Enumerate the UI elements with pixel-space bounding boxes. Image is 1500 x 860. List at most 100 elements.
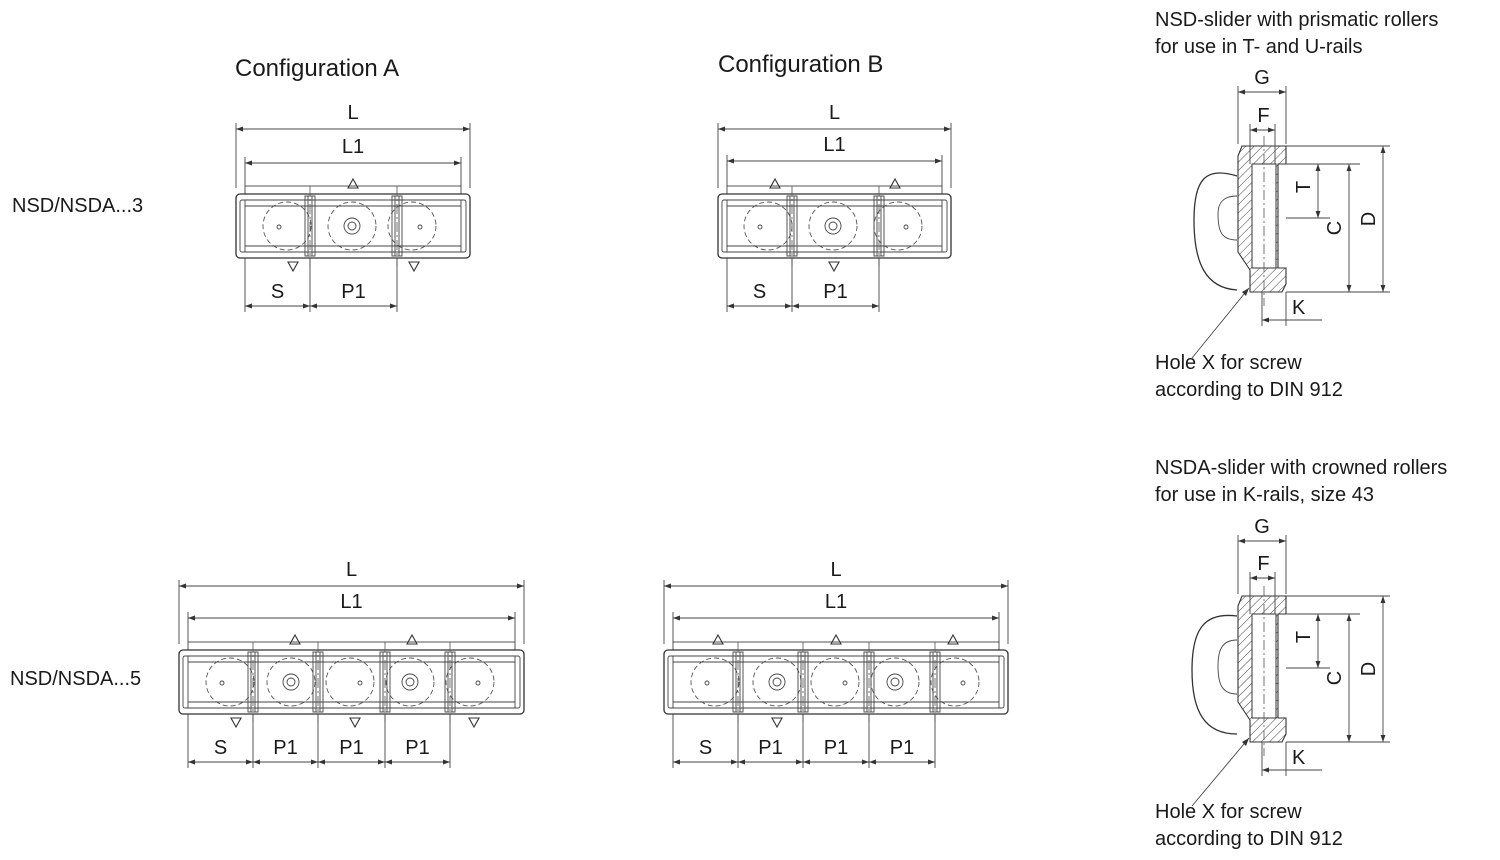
- roller-outline: [690, 657, 740, 707]
- section-nsd-note-line2: according to DIN 912: [1155, 379, 1343, 401]
- dim-p1-label: P1: [339, 737, 363, 759]
- section-nsda-note-line2: according to DIN 912: [1155, 828, 1343, 850]
- marker-triangle-down: [349, 717, 361, 729]
- slider-body: [663, 649, 1009, 715]
- roller-outline: [808, 201, 858, 251]
- config-a-heading: Configuration A: [235, 55, 399, 82]
- roller-axle-inner: [347, 221, 357, 231]
- roller-axle: [824, 217, 842, 235]
- roller-outline: [387, 201, 437, 251]
- roller-outline: [262, 201, 312, 251]
- dim-p1-label: P1: [341, 281, 365, 303]
- roller-pin: [757, 224, 763, 230]
- roller-pin: [276, 224, 282, 230]
- roller-axle-inner: [890, 677, 900, 687]
- dim-k-label: K: [1292, 747, 1306, 769]
- roller-outline: [327, 201, 377, 251]
- roller-outline: [325, 657, 375, 707]
- roller-pin: [219, 680, 225, 686]
- dim-s-label: S: [271, 281, 284, 303]
- dim-c-label: C: [1324, 671, 1346, 685]
- section-nsd-title-line1: NSD-slider with prismatic rollers: [1155, 9, 1438, 31]
- dim-l1-label: L1: [825, 591, 847, 613]
- roller-outline: [810, 657, 860, 707]
- top-plate: [672, 641, 1000, 651]
- marker-triangle-down: [771, 717, 783, 729]
- dim-c-label: C: [1324, 221, 1346, 235]
- slider-body: [235, 193, 471, 259]
- roller-outline: [445, 657, 495, 707]
- roller-outline: [266, 657, 316, 707]
- section-nsda-note-line1: Hole X for screw: [1155, 801, 1302, 823]
- hole-x-leader-arrow: [1242, 288, 1249, 296]
- section-roller-inner: [1217, 639, 1238, 695]
- slider-body-inner: [182, 655, 521, 709]
- dim-g-label: G: [1254, 516, 1270, 538]
- slider-body-inner: [721, 199, 948, 253]
- top-plate: [726, 185, 943, 195]
- dim-p1-label: P1: [273, 737, 297, 759]
- slider-body: [717, 193, 952, 259]
- hole-x-leader-arrow: [1242, 738, 1249, 746]
- marker-triangle-up: [947, 633, 959, 645]
- config-b-heading: Configuration B: [718, 51, 883, 78]
- dim-t-label: T: [1293, 181, 1315, 193]
- roller-axle: [343, 217, 361, 235]
- dim-t-label: T: [1293, 631, 1315, 643]
- marker-triangle-up: [347, 177, 359, 189]
- roller-axle-inner: [286, 677, 296, 687]
- section-nsd-note-line1: Hole X for screw: [1155, 352, 1302, 374]
- slider-body-inner: [667, 655, 1005, 709]
- dim-s-label: S: [699, 737, 712, 759]
- roller-axle: [886, 673, 904, 691]
- marker-triangle-up: [406, 633, 418, 645]
- row-label-five-rollers: NSD/NSDA...5: [10, 668, 141, 690]
- roller-outline: [752, 657, 802, 707]
- roller-outline: [385, 657, 435, 707]
- dim-p1-label: P1: [758, 737, 782, 759]
- dim-p1-label: P1: [405, 737, 429, 759]
- roller-axle-inner: [772, 677, 782, 687]
- marker-triangle-down: [408, 261, 420, 273]
- hole-x-leader: [1191, 287, 1250, 359]
- roller-pin: [417, 224, 423, 230]
- section-nsda-title-line2: for use in K-rails, size 43: [1155, 484, 1374, 506]
- dim-l1-label: L1: [823, 134, 845, 156]
- roller-pin: [842, 680, 848, 686]
- slider-body: [178, 649, 525, 715]
- section-nsda-title-line1: NSDA-slider with crowned rollers: [1155, 457, 1447, 479]
- roller-axle: [282, 673, 300, 691]
- roller-outline: [870, 657, 920, 707]
- dim-f-label: F: [1257, 105, 1269, 127]
- dim-l-label: L: [830, 559, 841, 581]
- marker-triangle-up: [769, 177, 781, 189]
- dim-f-label: F: [1257, 553, 1269, 575]
- dim-d-label: D: [1358, 662, 1380, 676]
- roller-pin: [475, 680, 481, 686]
- dim-l1-label: L1: [342, 136, 364, 158]
- slider-body-inner: [239, 199, 467, 253]
- roller-pin: [960, 680, 966, 686]
- top-plate: [244, 185, 462, 195]
- dim-s-label: S: [214, 737, 227, 759]
- marker-triangle-down: [828, 261, 840, 273]
- roller-axle-inner: [405, 677, 415, 687]
- hole-x-leader: [1191, 737, 1250, 807]
- section-roller: [1193, 172, 1238, 291]
- dim-l1-label: L1: [340, 591, 362, 613]
- roller-pin: [704, 680, 710, 686]
- roller-axle: [401, 673, 419, 691]
- dim-p1-label: P1: [824, 737, 848, 759]
- roller-pin: [903, 224, 909, 230]
- top-plate: [187, 641, 516, 651]
- row-label-three-rollers: NSD/NSDA...3: [12, 195, 143, 217]
- marker-triangle-up: [712, 633, 724, 645]
- marker-triangle-down: [230, 717, 242, 729]
- marker-triangle-up: [830, 633, 842, 645]
- marker-triangle-up: [289, 633, 301, 645]
